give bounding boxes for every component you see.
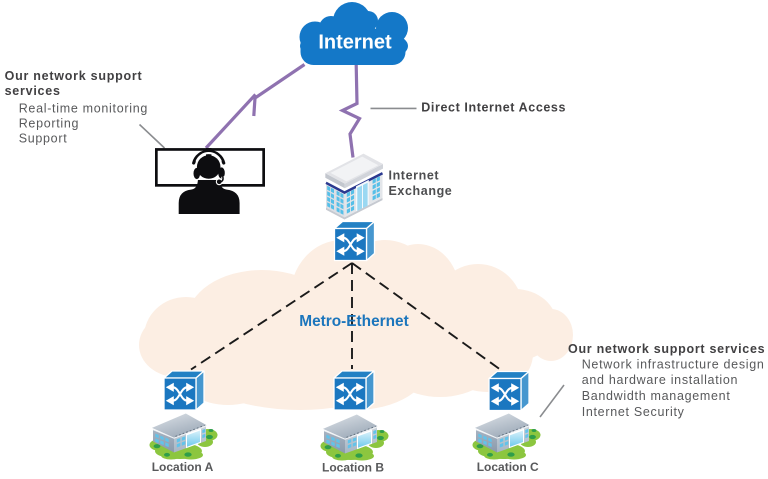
svg-text:Direct Internet Access: Direct Internet Access [421,101,566,115]
svg-text:Reporting: Reporting [19,117,79,131]
svg-text:Network infrastructure design: Network infrastructure design [582,358,765,372]
svg-text:Internet: Internet [318,32,392,54]
svg-text:Location C: Location C [477,460,539,474]
svg-text:and hardware installation: and hardware installation [582,373,738,387]
svg-text:services: services [5,84,61,98]
svg-text:Location B: Location B [322,460,384,474]
svg-text:Real-time monitoring: Real-time monitoring [19,101,148,115]
svg-text:Our network support: Our network support [5,69,143,83]
svg-text:Support: Support [19,132,68,146]
svg-text:Internet Security: Internet Security [582,405,685,419]
svg-text:Internet: Internet [389,168,440,182]
svg-text:Bandwidth management: Bandwidth management [582,389,731,403]
svg-text:Exchange: Exchange [389,184,453,198]
svg-text:Location A: Location A [152,460,214,474]
svg-text:Our network support services: Our network support services [568,342,765,356]
svg-text:Metro-Ethernet: Metro-Ethernet [299,313,408,330]
